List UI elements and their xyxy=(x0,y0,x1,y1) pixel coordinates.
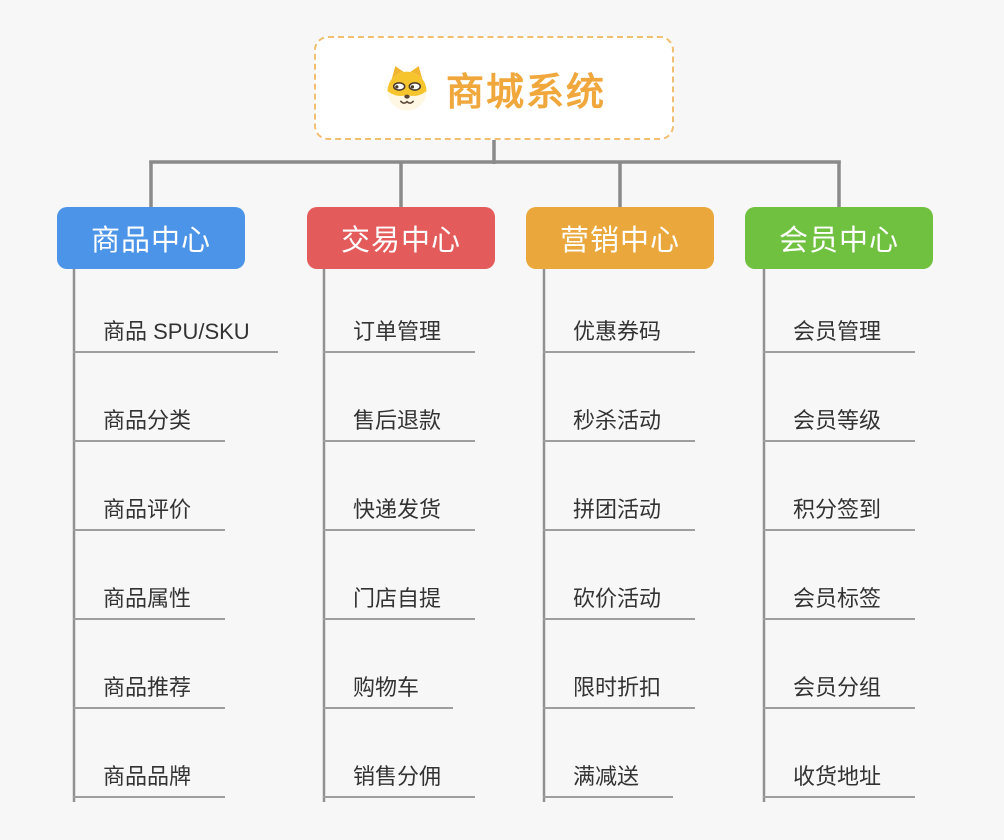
leaf-node[interactable]: 订单管理 xyxy=(323,307,475,353)
leaf-node[interactable]: 销售分佣 xyxy=(323,752,475,798)
leaf-node[interactable]: 购物车 xyxy=(323,663,453,709)
leaf-node[interactable]: 商品推荐 xyxy=(73,663,225,709)
leaf-node[interactable]: 会员等级 xyxy=(763,396,915,442)
leaf-node[interactable]: 秒杀活动 xyxy=(543,396,695,442)
leaf-node[interactable]: 商品属性 xyxy=(73,574,225,620)
branch-node-trade-center[interactable]: 交易中心 xyxy=(307,207,495,269)
leaf-node[interactable]: 积分签到 xyxy=(763,485,915,531)
dog-face-icon xyxy=(382,63,432,113)
leaf-node[interactable]: 商品分类 xyxy=(73,396,225,442)
branch-node-marketing-center[interactable]: 营销中心 xyxy=(526,207,714,269)
leaf-node[interactable]: 优惠券码 xyxy=(543,307,695,353)
leaf-node[interactable]: 售后退款 xyxy=(323,396,475,442)
root-title: 商城系统 xyxy=(445,71,606,114)
leaf-node[interactable]: 拼团活动 xyxy=(543,485,695,531)
branch-node-member-center[interactable]: 会员中心 xyxy=(745,207,933,269)
leaf-node[interactable]: 限时折扣 xyxy=(543,663,695,709)
leaf-node[interactable]: 砍价活动 xyxy=(543,574,695,620)
leaf-node[interactable]: 商品评价 xyxy=(73,485,225,531)
root-node[interactable]: 商城系统 xyxy=(314,36,674,140)
leaf-node[interactable]: 满减送 xyxy=(543,752,673,798)
leaf-node[interactable]: 会员管理 xyxy=(763,307,915,353)
leaf-node[interactable]: 商品 SPU/SKU xyxy=(73,307,278,353)
leaf-node[interactable]: 门店自提 xyxy=(323,574,475,620)
leaf-node[interactable]: 会员标签 xyxy=(763,574,915,620)
leaf-node[interactable]: 会员分组 xyxy=(763,663,915,709)
leaf-node[interactable]: 快递发货 xyxy=(323,485,475,531)
leaf-node[interactable]: 商品品牌 xyxy=(73,752,225,798)
branch-node-product-center[interactable]: 商品中心 xyxy=(57,207,245,269)
leaf-node[interactable]: 收货地址 xyxy=(763,752,915,798)
